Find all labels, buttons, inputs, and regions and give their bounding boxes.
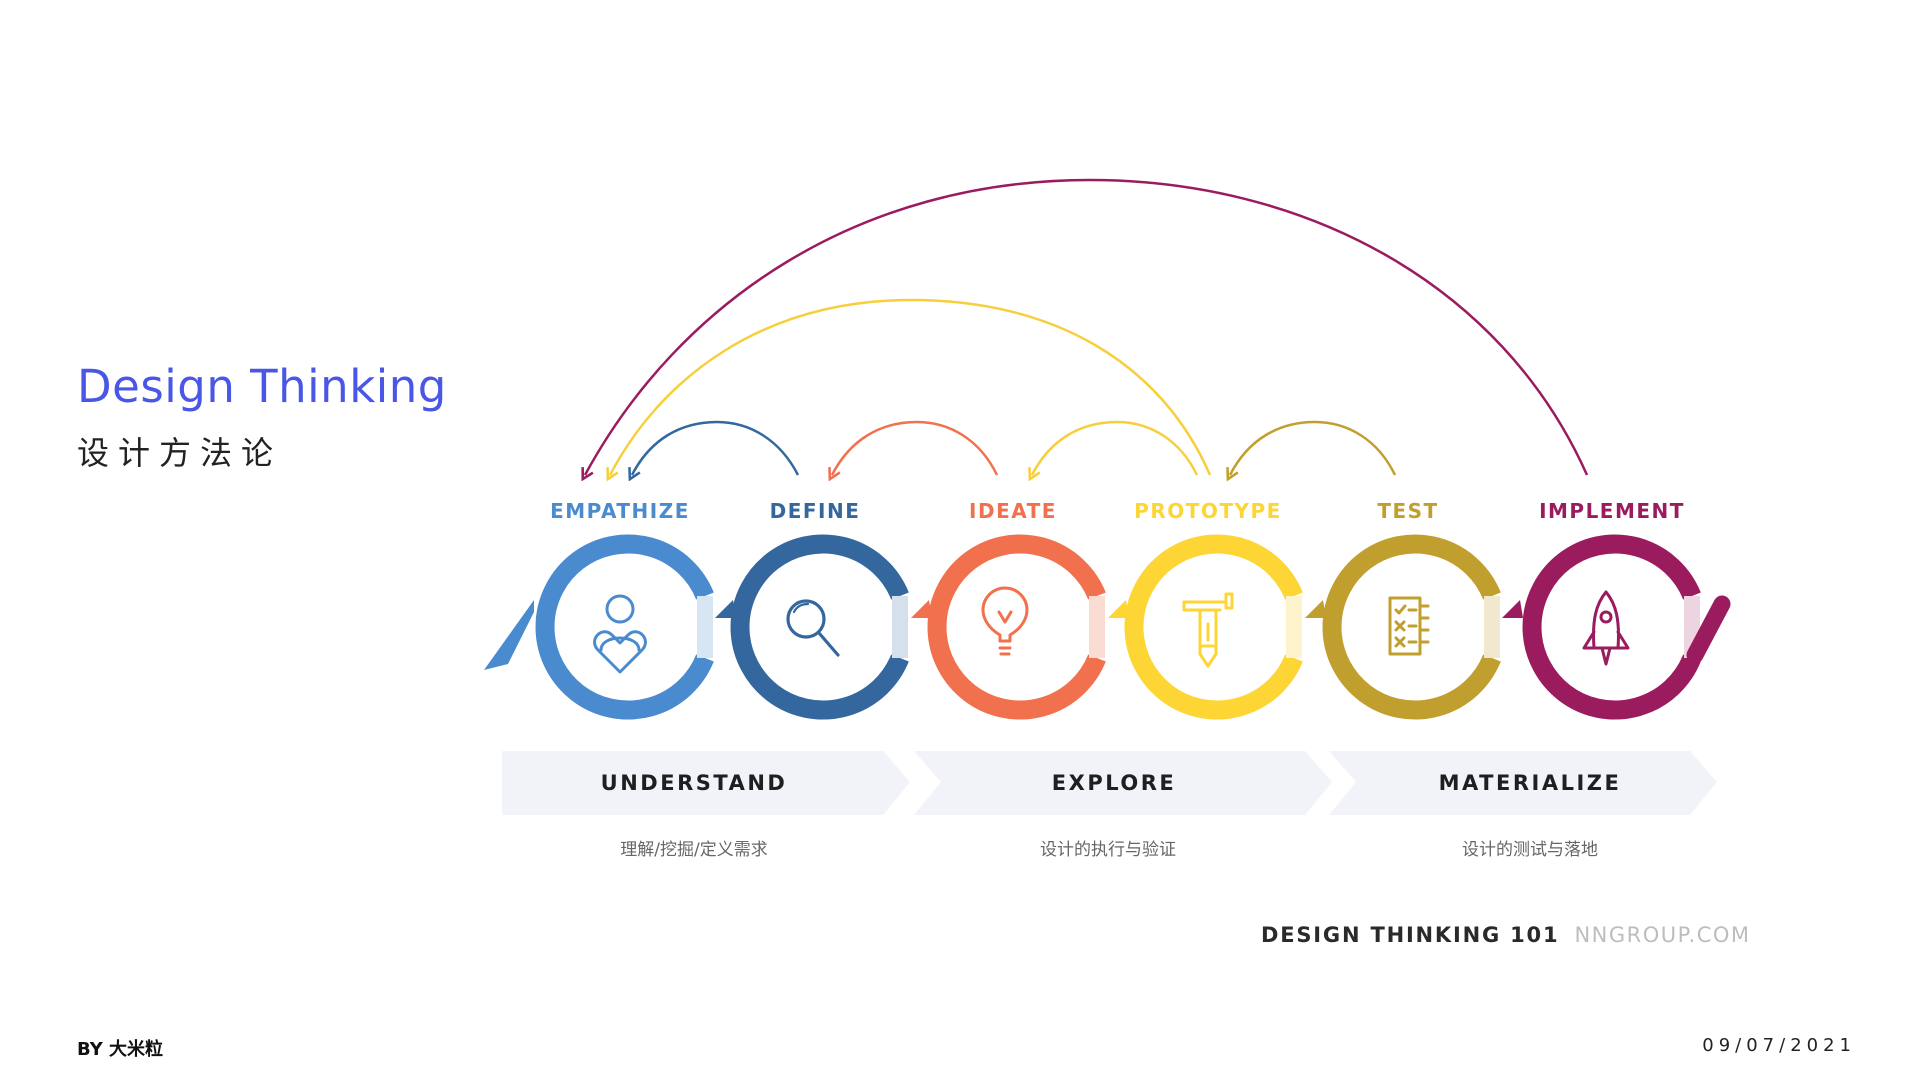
magnifier-icon: [786, 599, 840, 657]
stage-ring-prototype: [1108, 534, 1303, 720]
lightbulb-icon: [981, 586, 1029, 656]
stage-label-empathize: EMPATHIZE: [550, 499, 690, 523]
phase-bands: UNDERSTAND EXPLORE MATERIALIZE 理解/挖掘/定义需…: [502, 751, 1717, 860]
author-label: BY 大米粒: [77, 1039, 164, 1060]
arrow-test-to-prototype: [1230, 420, 1397, 475]
svg-text:DESIGN THINKING 101 NNGR: DESIGN THINKING 101 NNGROUP.COM: [1261, 923, 1751, 947]
stage-labels: EMPATHIZE DEFINE IDEATE PROTOTYPE TEST I…: [550, 499, 1685, 523]
credit-site: NNGROUP.COM: [1574, 923, 1750, 947]
stage-label-implement: IMPLEMENT: [1539, 499, 1685, 523]
stage-rings: [484, 534, 1731, 720]
checklist-icon: [1388, 596, 1430, 656]
rocket-icon: [1582, 590, 1630, 666]
phase-label-explore: EXPLORE: [1052, 771, 1176, 795]
credit-title: DESIGN THINKING 101: [1261, 923, 1559, 947]
phase-band-materialize: [1329, 751, 1717, 815]
stage-label-define: DEFINE: [770, 499, 861, 523]
phase-desc-explore: 设计的执行与验证: [1040, 840, 1176, 860]
date-label: 09/07/2021: [1702, 1035, 1856, 1056]
source-credit: DESIGN THINKING 101 NNGROUP.COM: [1261, 923, 1751, 947]
stage-ring-define: [715, 534, 909, 720]
stage-label-ideate: IDEATE: [969, 499, 1057, 523]
stage-ring-empathize: [484, 534, 714, 720]
stage-label-test: TEST: [1377, 499, 1438, 523]
stage-label-prototype: PROTOTYPE: [1134, 499, 1282, 523]
page-title: Design Thinking: [77, 360, 447, 413]
stage-icons: [593, 586, 1630, 674]
arrow-ideate-to-define: [832, 420, 999, 475]
arrow-define-to-empathize: [632, 420, 800, 475]
arrow-prototype-to-ideate: [1032, 420, 1199, 475]
page-subtitle: 设计方法论: [77, 434, 283, 472]
phase-desc-materialize: 设计的测试与落地: [1462, 840, 1598, 860]
stage-ring-test: [1305, 534, 1501, 720]
phase-band-understand: [502, 751, 910, 815]
phase-label-materialize: MATERIALIZE: [1439, 771, 1622, 795]
phase-desc-understand: 理解/挖掘/定义需求: [620, 840, 767, 860]
arrow-prototype-to-empathize: [610, 298, 1212, 475]
feedback-arrows: [585, 178, 1589, 475]
hammer-pencil-icon: [1182, 592, 1234, 668]
stage-ring-ideate: [911, 534, 1106, 720]
stage-ring-implement: [1502, 534, 1731, 720]
phase-band-explore: [914, 751, 1332, 815]
person-heart-icon: [593, 594, 647, 674]
phase-label-understand: UNDERSTAND: [601, 771, 788, 795]
arrow-implement-to-empathize: [585, 178, 1589, 475]
